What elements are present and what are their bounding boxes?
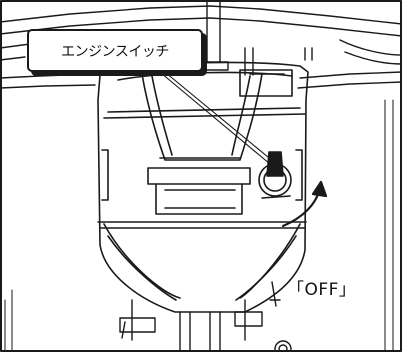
- engine-switch-knob-icon: [258, 151, 292, 199]
- engine-switch-label: エンジンスイッチ: [61, 43, 169, 60]
- engine-cover: [97, 61, 309, 313]
- steering-post: [199, 0, 313, 76]
- turn-direction-arrow-icon: [281, 180, 328, 228]
- handle-bracket: [147, 157, 251, 215]
- lower-shaft: [119, 281, 292, 352]
- callout-leader-line: [154, 67, 275, 165]
- switch-off-label: 「OFF」: [287, 280, 357, 300]
- top-frame: [0, 5, 402, 352]
- engine-switch-callout: エンジンスイッチ: [27, 29, 203, 72]
